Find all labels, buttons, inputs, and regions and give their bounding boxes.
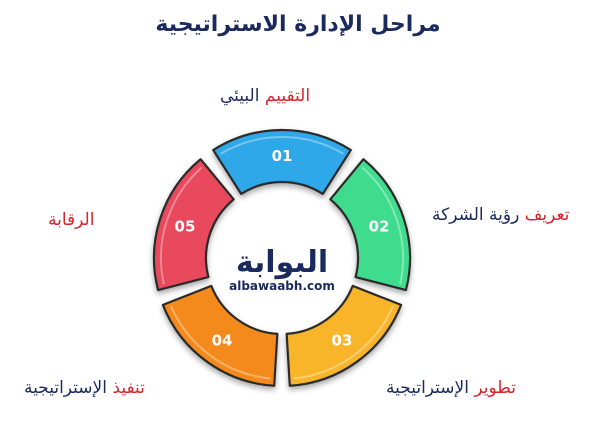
stage-01-label-red: التقييم bbox=[264, 86, 311, 106]
stage-02-label-navy: رؤية الشركة bbox=[432, 205, 525, 225]
stage-01-number: 01 bbox=[272, 147, 293, 165]
stage-05-number: 05 bbox=[175, 217, 196, 235]
logo-arabic-text: البوابة bbox=[236, 245, 328, 280]
stage-05-segment: 05 bbox=[152, 158, 235, 292]
stage-04-segment: 04 bbox=[161, 284, 279, 387]
stage-01-label: التقييم البيئي bbox=[220, 86, 310, 106]
stage-02-label-red: تعريف bbox=[524, 205, 570, 225]
stage-03-label: تطوير الإستراتيجية bbox=[386, 378, 516, 398]
stage-05-segment-shape bbox=[152, 158, 235, 292]
stage-01-segment-shape bbox=[212, 128, 352, 196]
stage-04-segment-shape bbox=[161, 284, 279, 387]
page-title: مراحل الإدارة الاستراتيجية bbox=[155, 12, 441, 37]
stage-05-label: الرقابة bbox=[48, 210, 94, 230]
stage-04-label: تنفيذ الإستراتيجية bbox=[24, 378, 145, 398]
stage-04-segment-highlight bbox=[170, 305, 271, 380]
stage-04-label-red: تنفيذ bbox=[112, 378, 145, 398]
center-logo: البوابة albawaabh.com bbox=[229, 245, 335, 293]
stage-03-number: 03 bbox=[332, 332, 353, 350]
stage-02-segment-highlight bbox=[361, 166, 404, 285]
stage-03-segment: 03 bbox=[285, 284, 403, 387]
stage-03-label-navy: الإستراتيجية bbox=[386, 378, 475, 398]
stage-05-label-red: الرقابة bbox=[48, 210, 95, 230]
stage-03-segment-highlight bbox=[293, 305, 394, 380]
stage-03-label-red: تطوير bbox=[474, 378, 516, 398]
stage-02-number: 02 bbox=[369, 217, 390, 235]
stage-01-segment-highlight bbox=[220, 136, 344, 155]
stage-02-segment: 02 bbox=[329, 158, 412, 292]
stage-02-segment-shape bbox=[329, 158, 412, 292]
stage-03-segment-shape bbox=[285, 284, 403, 387]
stage-04-label-navy: الإستراتيجية bbox=[24, 378, 113, 398]
logo-latin-text: albawaabh.com bbox=[229, 279, 335, 293]
stage-05-segment-highlight bbox=[160, 166, 203, 285]
stage-02-label: تعريف رؤية الشركة bbox=[432, 205, 569, 225]
stage-01-label-navy: البيئي bbox=[220, 86, 265, 106]
stage-01-segment: 01 bbox=[212, 128, 352, 196]
stage-04-number: 04 bbox=[212, 332, 233, 350]
